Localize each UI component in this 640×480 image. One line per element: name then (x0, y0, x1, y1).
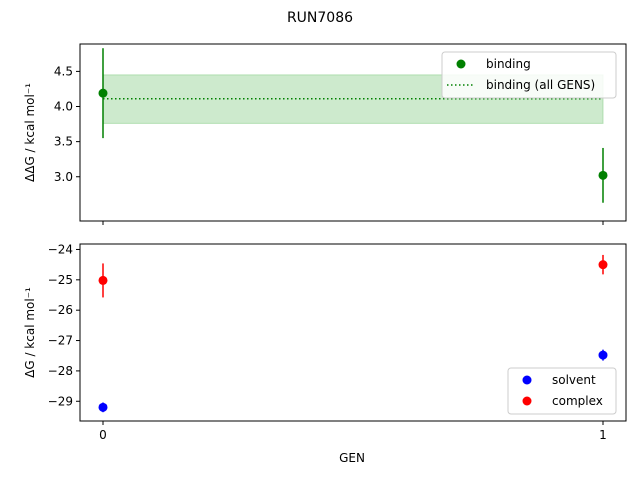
top-panel-marks (98, 48, 608, 203)
data-point (98, 402, 108, 412)
y-tick-label: −24 (48, 242, 73, 256)
legend-label: solvent (552, 373, 596, 387)
data-point (98, 88, 108, 98)
y-tick-label: −26 (48, 303, 73, 317)
legend-label: binding (486, 57, 531, 71)
legend-label: complex (552, 394, 603, 408)
legend-label: binding (all GENS) (486, 78, 595, 92)
y-tick-label: −29 (48, 394, 73, 408)
y-tick-label: 3.5 (54, 135, 73, 149)
y-tick-label: 3.0 (54, 170, 73, 184)
y-tick-label: 4.0 (54, 100, 73, 114)
top-panel-legend: binding binding (all GENS) (441, 51, 617, 99)
x-tick-label: 0 (99, 428, 107, 442)
top-panel-x-ticks (102, 221, 604, 225)
x-tick-label: 1 (599, 428, 607, 442)
y-tick-label: −25 (48, 273, 73, 287)
data-point (98, 275, 108, 285)
legend-frame (441, 51, 617, 99)
y-tick-label: 4.5 (54, 64, 73, 78)
legend-marker (522, 396, 532, 406)
legend-marker (456, 59, 466, 69)
x-axis-label: GEN (339, 451, 365, 465)
top-panel-y-label: ΔΔG / kcal mol⁻¹ (23, 83, 37, 182)
legend-frame (507, 367, 617, 415)
legend-marker (522, 375, 532, 385)
data-point (598, 260, 608, 270)
bottom-panel-y-ticks: −24 −25 −26 −27 −28 −29 (48, 242, 80, 408)
bottom-panel-legend: solvent complex (507, 367, 617, 415)
chart-title: RUN7086 (287, 10, 353, 26)
data-point (598, 170, 608, 180)
y-tick-label: −27 (48, 334, 73, 348)
bottom-panel-frame (79, 243, 627, 422)
y-tick-label: −28 (48, 364, 73, 378)
bottom-panel-y-label: ΔG / kcal mol⁻¹ (23, 287, 37, 378)
panel-binding: 3.03.54.04.5 ΔΔG / kcal mol⁻¹ bindingbin… (23, 43, 627, 225)
data-point (598, 350, 608, 360)
top-panel-y-ticks: 3.0 3.5 4.0 4.5 (54, 64, 80, 184)
top-panel-frame (79, 43, 627, 222)
bottom-panel-marks (98, 254, 608, 413)
